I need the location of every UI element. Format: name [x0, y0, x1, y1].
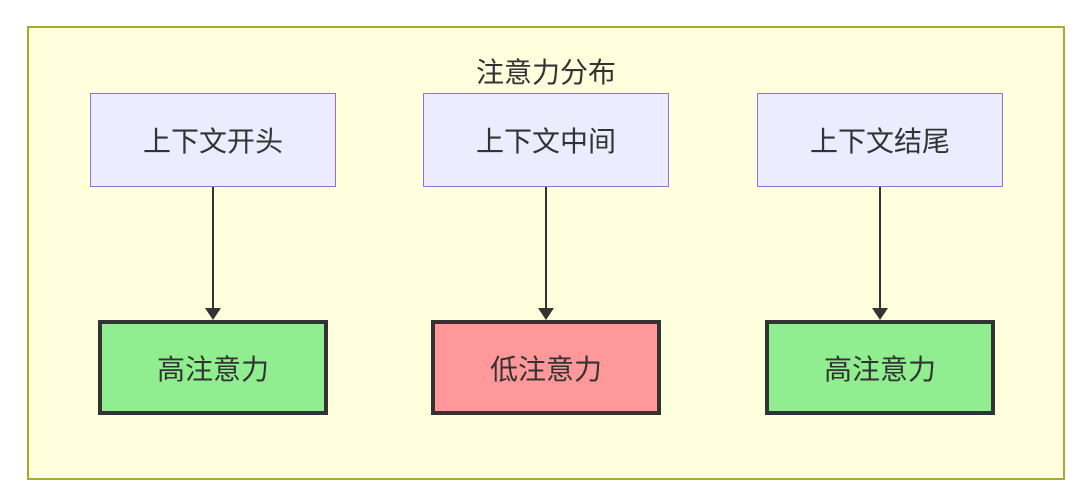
target-node-low-attention: 低注意力 — [431, 320, 661, 415]
target-node-high-attention: 高注意力 — [765, 320, 995, 415]
arrow-shaft — [212, 187, 214, 308]
target-node-label: 低注意力 — [489, 353, 602, 385]
diagram-column-context-start: 上下文开头 高注意力 — [90, 93, 336, 415]
source-node-context-middle: 上下文中间 — [423, 93, 669, 187]
target-node-label: 高注意力 — [823, 353, 936, 385]
attention-distribution-frame: 注意力分布 上下文开头 高注意力 上下文中间 低注意力 — [27, 26, 1065, 480]
source-node-label: 上下文中间 — [475, 126, 616, 157]
source-node-label: 上下文结尾 — [809, 126, 950, 157]
diagram-column-context-middle: 上下文中间 低注意力 — [423, 93, 669, 415]
arrow-shaft — [545, 187, 547, 308]
arrow-down — [538, 187, 554, 320]
diagram-column-context-end: 上下文结尾 高注意力 — [757, 93, 1003, 415]
arrow-down — [205, 187, 221, 320]
diagram-title: 注意力分布 — [475, 57, 616, 88]
target-node-high-attention: 高注意力 — [98, 320, 328, 415]
arrowhead-down-icon — [872, 308, 888, 320]
source-node-context-end: 上下文结尾 — [757, 93, 1003, 187]
arrowhead-down-icon — [538, 308, 554, 320]
arrowhead-down-icon — [205, 308, 221, 320]
arrow-shaft — [879, 187, 881, 308]
arrow-down — [872, 187, 888, 320]
target-node-label: 高注意力 — [156, 353, 269, 385]
source-node-label: 上下文开头 — [142, 126, 283, 157]
source-node-context-start: 上下文开头 — [90, 93, 336, 187]
